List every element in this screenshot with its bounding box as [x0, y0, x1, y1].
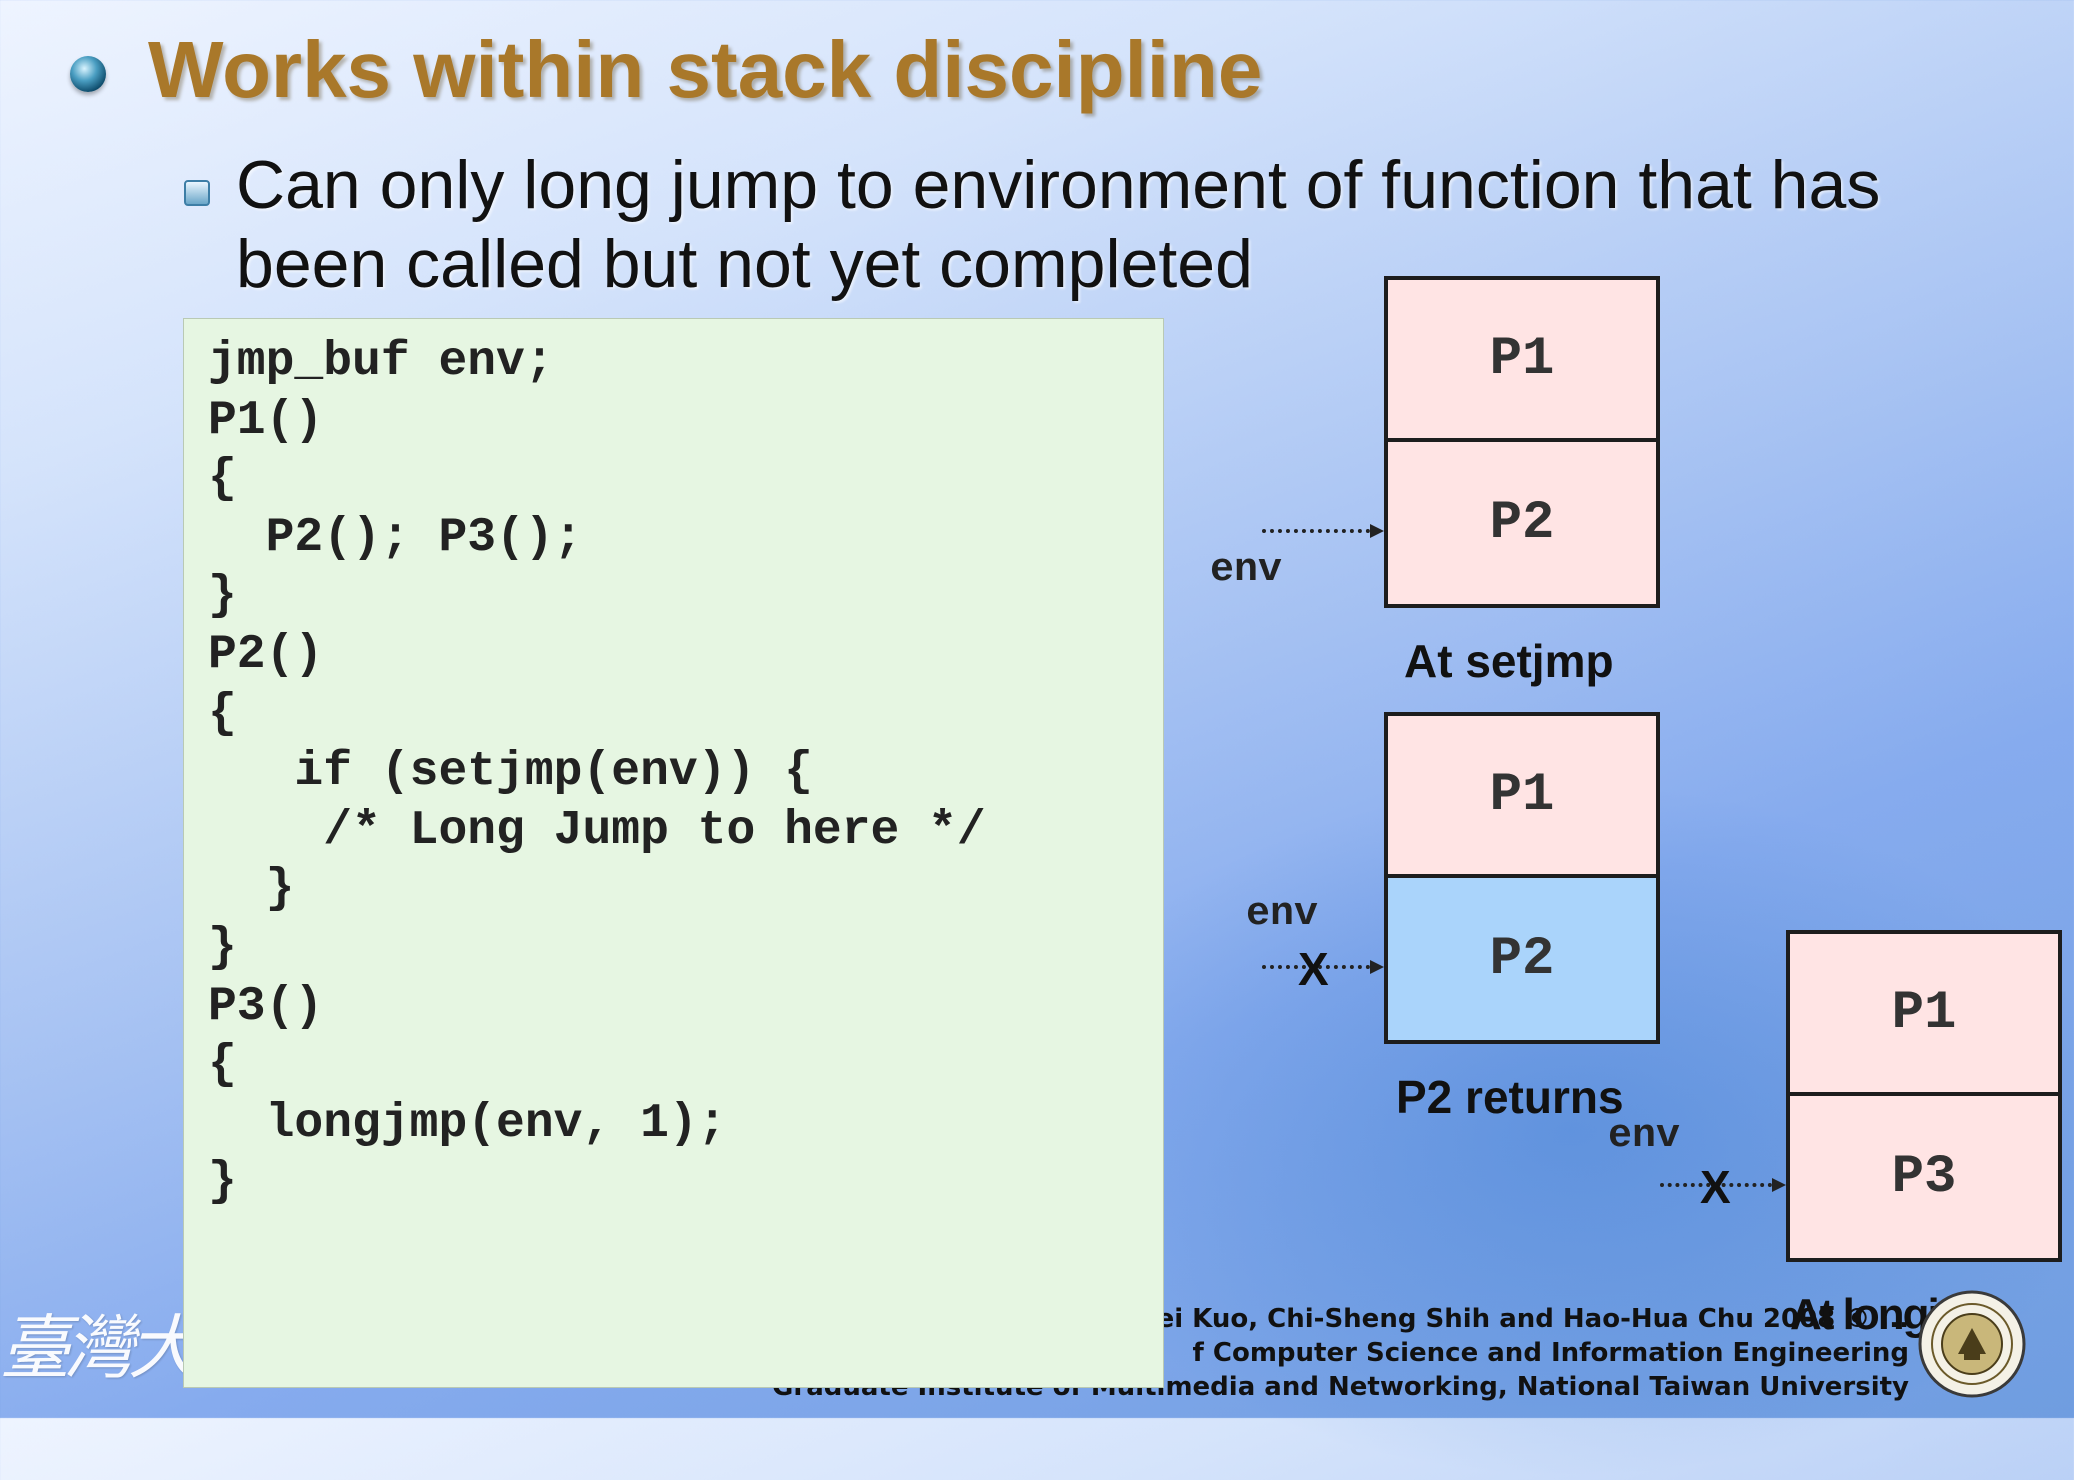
code-line: {: [208, 1038, 237, 1093]
code-line: /* Long Jump to here */: [208, 803, 986, 858]
stack-frame-p2-returns: P1 P2: [1384, 712, 1660, 1044]
frame-cell-bottom: P2: [1489, 492, 1555, 554]
sub-bullet-icon: [184, 180, 210, 206]
code-line: {: [208, 452, 237, 507]
code-panel: jmp_buf env;P1(){ P2(); P3();}P2(){ if (…: [183, 318, 1164, 1388]
code-line: P2(): [208, 627, 324, 682]
code-line: if (setjmp(env)) {: [208, 745, 813, 800]
env-label: env: [1246, 892, 1319, 937]
code-line: }: [208, 569, 237, 624]
env-pointer-arrow: [1262, 524, 1384, 538]
code-line: jmp_buf env;: [208, 335, 554, 389]
stack-frame-setjmp: P1 P2: [1384, 276, 1660, 608]
footer-line2: f Computer Science and Information Engin…: [1192, 1338, 1909, 1368]
code-line: longjmp(env, 1);: [208, 1096, 727, 1151]
code-line: }: [208, 920, 237, 975]
frame-cell-top: P1: [1790, 934, 2058, 1096]
footer-credits: Wei Kuo, Chi-Sheng Shih and Hao-Hua Chu …: [772, 1302, 1909, 1404]
env-label: env: [1210, 548, 1283, 593]
env-label: env: [1608, 1114, 1681, 1159]
code-line: {: [208, 686, 237, 741]
slide-title: Works within stack discipline: [148, 25, 1263, 114]
code-line: P1(): [208, 393, 324, 448]
frame-cell-bottom: P3: [1891, 1146, 1957, 1208]
frame-cell-top: P1: [1388, 716, 1656, 878]
caption-at-setjmp: At setjmp: [1404, 635, 1614, 687]
code-line: P2(); P3();: [208, 510, 583, 565]
frame-cell-top: P1: [1388, 280, 1656, 442]
footer-line1: Wei Kuo, Chi-Sheng Shih and Hao-Hua Chu …: [1128, 1304, 1909, 1334]
code-line: }: [208, 1155, 237, 1210]
sub-bullet-line2: been called but not yet completed: [236, 226, 1253, 302]
invalid-x-mark: X: [1298, 943, 1329, 995]
code-line: }: [208, 862, 295, 917]
invalid-x-mark: X: [1700, 1161, 1731, 1213]
sub-bullet-text: Can only long jump to environment of fun…: [236, 146, 1880, 304]
frame-cell-bottom: P2: [1388, 878, 1656, 1040]
env-pointer-arrow: [1660, 1178, 1786, 1192]
stack-frame-longjmp: P1 P3: [1786, 930, 2062, 1262]
caption-p2-returns: P2 returns: [1396, 1071, 1624, 1123]
university-seal-icon: [1918, 1290, 2026, 1398]
code-block: jmp_buf env;P1(){ P2(); P3();}P2(){ if (…: [208, 333, 986, 1212]
env-pointer-arrow: [1262, 960, 1384, 974]
bullet-sphere-icon: [70, 56, 106, 92]
sub-bullet-line1: Can only long jump to environment of fun…: [236, 147, 1881, 223]
code-line: P3(): [208, 979, 324, 1034]
